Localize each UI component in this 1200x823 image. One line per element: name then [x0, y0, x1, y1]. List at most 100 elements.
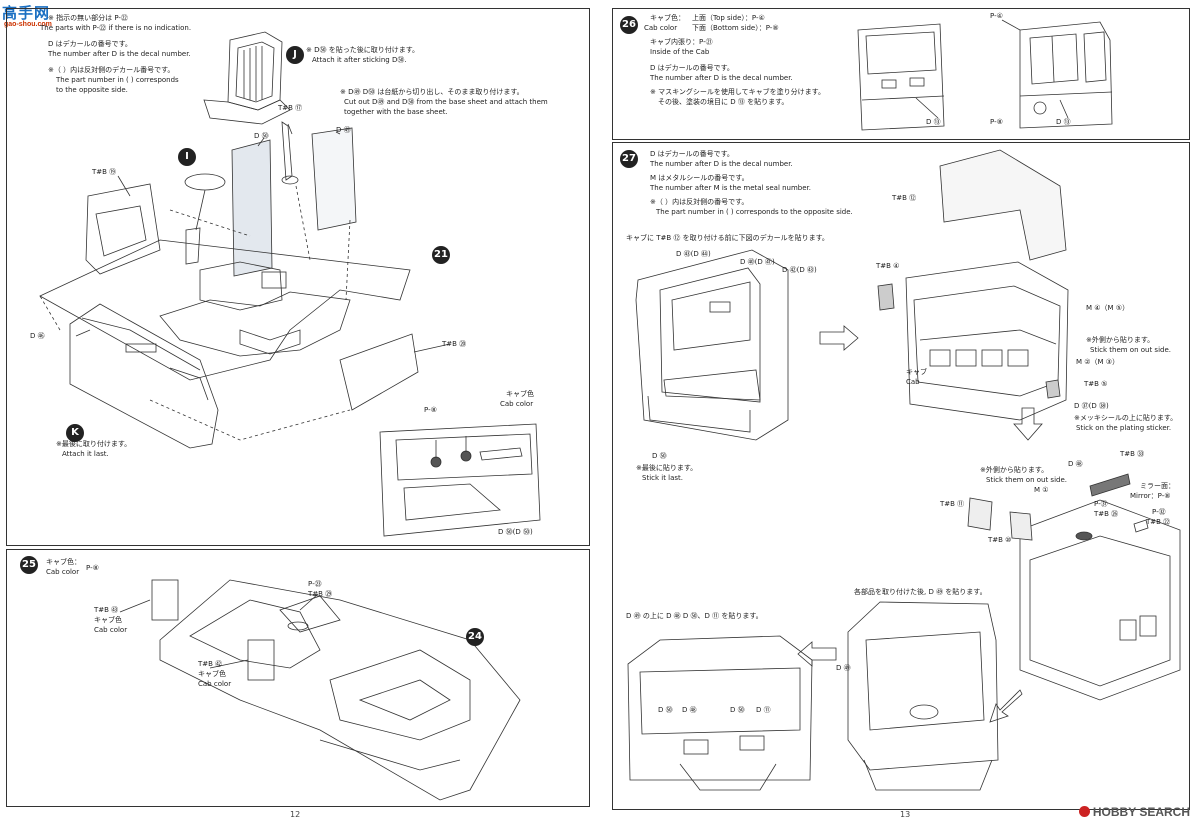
d50-label: D ㊿ [254, 132, 269, 140]
label-21: 21 [432, 246, 450, 264]
left-page: 高手网 gao-shou.com ※ 指示の無い部分は P-㉒ The part… [2, 2, 590, 819]
s26-cab-jp: キャブ色： [650, 14, 685, 22]
s27-m4: M ④（M ⑤） [1086, 304, 1130, 312]
s27-cab-jp: キャブ [906, 368, 927, 376]
s26-mask-jp2: その後、塗装の境目に D ⑬ を貼ります。 [658, 98, 789, 106]
step-27-frame [612, 142, 1190, 810]
s27-tb4: T#B ④ [876, 262, 900, 270]
watermark-logo-text: 高手网 [2, 5, 51, 22]
s26-top-side: 上面（Top side）：P-④ [692, 14, 765, 22]
s26-decal-jp: D はデカールの番号です。 [650, 64, 734, 72]
intro-jp3: ※（ ）内は反対側のデカール番号です。 [48, 66, 175, 74]
s27-en3: The part number in ( ) corresponds to th… [656, 208, 853, 216]
step-24-frame [6, 8, 590, 546]
label-K: K [66, 424, 84, 442]
label-24: 24 [466, 628, 484, 646]
s27-last-en: Stick it last. [642, 474, 684, 482]
hobby-search-logo-icon [1078, 806, 1090, 817]
s27-d-row-2: D ㊿ [730, 706, 745, 714]
k-note-jp: ※最後に取り付けます。 [56, 440, 132, 448]
step-24-drawing [39, 31, 541, 801]
s27-d-row-0: D ㊿ [658, 706, 673, 714]
s27-jp3: ※（ ）内は反対側の番号です。 [650, 198, 749, 206]
s27-jp1: D はデカールの番号です。 [650, 150, 734, 158]
s27-d37: D ㊲(D ㊳) [1074, 402, 1109, 410]
cab-color-jp: キャブ色 [506, 390, 534, 398]
intro-en2: The number after D is the decal number. [48, 50, 191, 58]
s26-inside-en: Inside of the Cab [650, 48, 710, 56]
label-J: J [286, 46, 304, 64]
s27-tb11: T#B ⑪ [940, 500, 965, 508]
intro-jp2: D はデカールの番号です。 [48, 40, 132, 48]
p8-label: P-⑧ [424, 406, 437, 414]
s27-d-label-1: D ㊵(D ㊶) [740, 258, 775, 266]
intro-en1: The parts with P-㉒ if there is no indica… [40, 24, 192, 32]
page-number-right: 13 [900, 810, 911, 819]
s26-p8: P-⑧ [990, 118, 1003, 126]
s27-last-jp: ※最後に貼ります。 [636, 464, 698, 472]
s27-mirror-jp: ミラー面： [1140, 482, 1175, 490]
s27-out-jp: ※外側から貼ります。 [1086, 336, 1155, 344]
s27-mirror-en: Mirror：P-⑧ [1130, 492, 1171, 500]
step-27-number: 27 [620, 150, 638, 168]
s27-tb33: T#B ㉝ [1120, 450, 1145, 458]
tb17-label: T#B ⑰ [278, 104, 303, 112]
s27-tb10: T#B ⑩ [988, 536, 1012, 544]
tb20-label: T#B ⑳ [442, 340, 467, 348]
s27-d-label-2: D ㊷(D ㊸) [782, 266, 817, 274]
hobby-search-text: HOBBY SEARCH [1092, 805, 1190, 819]
k-note-en: Attach it last. [62, 450, 109, 458]
s25-tb52-en: Cab color [198, 680, 232, 688]
step-25-frame [6, 549, 590, 807]
s27-dc: D ㊽ [1068, 460, 1083, 468]
s27-d61: D ㊿ [652, 452, 667, 460]
right-page: 26 キャブ色： 上面（Top side）：P-④ Cab color 下面（B… [600, 0, 1200, 823]
watermark-logo: 高手网 [2, 2, 50, 23]
s27-d59: D ㊾ [836, 664, 851, 672]
s27-out-en: Stick them on out side. [1090, 346, 1171, 354]
s26-decal-en: The number after D is the decal number. [650, 74, 793, 82]
cut-note-jp: ※ D㊾ D㊿ は台紙から切り出し、そのまま取り付けます。 [340, 88, 524, 96]
s25-tb53-en: Cab color [94, 626, 128, 634]
tb19-label: T#B ⑲ [92, 168, 117, 176]
s25-cab-jp: キャブ色： [46, 558, 81, 566]
s27-tb22: T#B ㉒ [1146, 518, 1171, 526]
s25-tb53: T#B ㊸ [94, 606, 119, 614]
s27-d-row-3: D ⑪ [756, 706, 771, 714]
s27-tb12: T#B ⑫ [892, 194, 917, 202]
s26-cab-en: Cab color [644, 24, 678, 32]
label-I: I [178, 148, 196, 166]
step-26-27-drawing [627, 19, 1181, 791]
d46-label: D ㊻ [30, 332, 45, 340]
s27-cab-en: Cab [906, 378, 920, 386]
j-note-jp: ※ D㊿ を貼った後に取り付けます。 [306, 46, 420, 54]
intro-en4: to the opposite side. [56, 86, 128, 94]
s27-en2: The number after M is the metal seal num… [650, 184, 812, 192]
cut-note-en1: Cut out D㊾ and D㊿ from the base sheet an… [344, 98, 548, 106]
s26-d13a: D ⑬ [926, 118, 941, 126]
cut-note-en2: together with the base sheet. [344, 108, 448, 116]
s26-p4: P-④ [990, 12, 1003, 20]
d49-label: D ㊾ [336, 126, 351, 134]
page-number-left: 12 [290, 810, 301, 819]
s27-plating-jp: ※メッキシールの上に貼ります。 [1074, 414, 1178, 422]
s25-tb52: T#B ㊷ [198, 660, 223, 668]
s27-out2-jp: ※外側から貼ります。 [980, 466, 1049, 474]
step-26-frame [612, 8, 1190, 140]
s27-plating-en: Stick on the plating sticker. [1076, 424, 1172, 432]
s25-cab-en: Cab color [46, 568, 80, 576]
s27-p32: P-㉜ [1152, 508, 1166, 516]
s25-tb53-jp: キャブ色 [94, 616, 122, 624]
s26-bottom-side: 下面（Bottom side）：P-⑧ [692, 24, 779, 32]
s27-d-label-0: D ㊸(D ㊹) [676, 250, 711, 258]
s27-out2-en: Stick them on out side. [986, 476, 1067, 484]
s26-mask-jp: ※ マスキングシールを使用してキャブを塗り分けます。 [650, 88, 825, 96]
watermark-url: gao-shou.com [4, 21, 52, 28]
s27-tb26: T#B ㉖ [1094, 510, 1119, 518]
s25-tb52-jp: キャブ色 [198, 670, 226, 678]
s27-jp2: M はメタルシールの番号です。 [650, 174, 749, 182]
s27-tb5: T#B ⑤ [1084, 380, 1108, 388]
s27-after-jp: 各部品を取り付けた後, D ㊾ を貼ります。 [854, 588, 987, 596]
j-note-en: Attach it after sticking D㊿. [312, 56, 407, 64]
s27-on-jp: D ㊾ の上に D ㊽ D ㊿、D ⑪ を貼ります。 [626, 612, 763, 620]
